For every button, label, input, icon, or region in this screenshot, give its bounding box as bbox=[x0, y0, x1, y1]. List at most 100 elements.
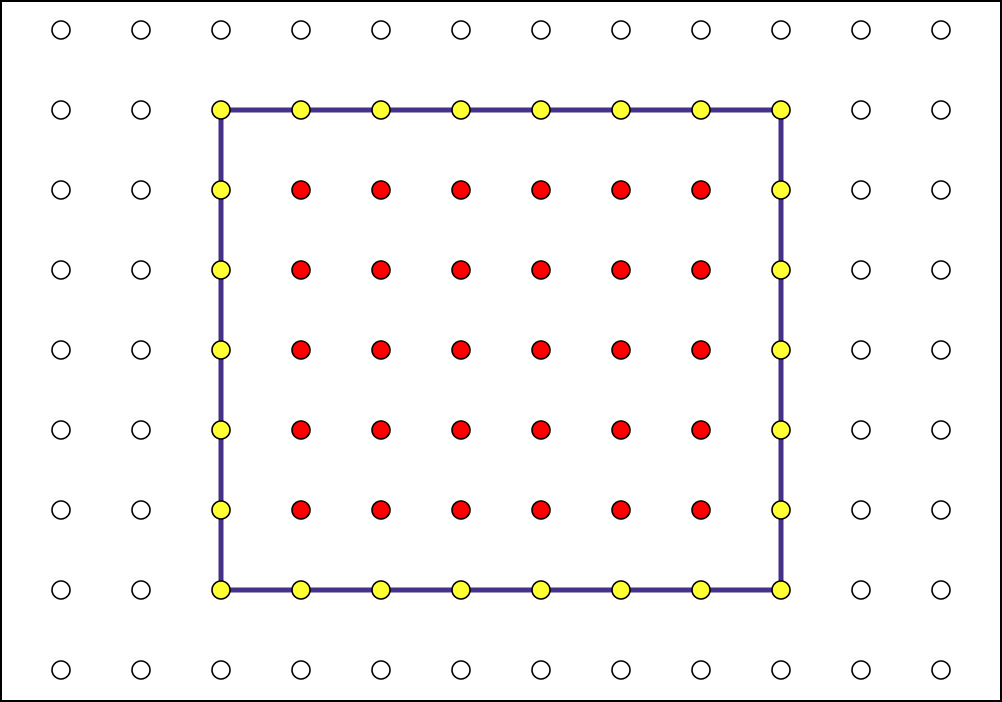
empty-dot bbox=[131, 420, 151, 440]
empty-dot bbox=[851, 500, 871, 520]
boundary-dot bbox=[771, 260, 791, 280]
empty-dot bbox=[691, 660, 711, 680]
boundary-dot bbox=[211, 340, 231, 360]
empty-dot bbox=[931, 260, 951, 280]
boundary-dot bbox=[451, 100, 471, 120]
empty-dot bbox=[851, 20, 871, 40]
empty-dot bbox=[51, 260, 71, 280]
interior-dot bbox=[531, 180, 551, 200]
boundary-dot bbox=[771, 340, 791, 360]
empty-dot bbox=[131, 660, 151, 680]
interior-dot bbox=[291, 180, 311, 200]
dot-grid bbox=[51, 20, 951, 680]
empty-dot bbox=[611, 660, 631, 680]
interior-dot bbox=[531, 420, 551, 440]
empty-dot bbox=[371, 20, 391, 40]
empty-dot bbox=[691, 20, 711, 40]
interior-dot bbox=[451, 340, 471, 360]
empty-dot bbox=[51, 340, 71, 360]
empty-dot bbox=[51, 420, 71, 440]
boundary-dot bbox=[611, 580, 631, 600]
empty-dot bbox=[531, 20, 551, 40]
empty-dot bbox=[371, 660, 391, 680]
empty-dot bbox=[131, 20, 151, 40]
interior-dot bbox=[691, 340, 711, 360]
interior-dot bbox=[371, 180, 391, 200]
interior-dot bbox=[371, 500, 391, 520]
empty-dot bbox=[131, 500, 151, 520]
empty-dot bbox=[51, 20, 71, 40]
interior-dot bbox=[451, 420, 471, 440]
interior-dot bbox=[611, 340, 631, 360]
boundary-dot bbox=[771, 420, 791, 440]
boundary-dot bbox=[211, 260, 231, 280]
empty-dot bbox=[451, 660, 471, 680]
boundary-dot bbox=[211, 420, 231, 440]
boundary-dot bbox=[531, 580, 551, 600]
interior-dot bbox=[291, 420, 311, 440]
empty-dot bbox=[851, 260, 871, 280]
boundary-dot bbox=[291, 580, 311, 600]
empty-dot bbox=[211, 660, 231, 680]
boundary-dot bbox=[771, 180, 791, 200]
boundary-dot bbox=[691, 580, 711, 600]
boundary-dot bbox=[611, 100, 631, 120]
interior-dot bbox=[291, 260, 311, 280]
interior-dot bbox=[611, 180, 631, 200]
interior-dot bbox=[691, 500, 711, 520]
boundary-dot bbox=[291, 100, 311, 120]
empty-dot bbox=[931, 180, 951, 200]
empty-dot bbox=[131, 180, 151, 200]
boundary-dot bbox=[771, 500, 791, 520]
empty-dot bbox=[771, 20, 791, 40]
interior-dot bbox=[611, 420, 631, 440]
empty-dot bbox=[851, 180, 871, 200]
empty-dot bbox=[51, 500, 71, 520]
boundary-dot bbox=[211, 180, 231, 200]
boundary-dot bbox=[371, 100, 391, 120]
empty-dot bbox=[931, 500, 951, 520]
empty-dot bbox=[131, 340, 151, 360]
empty-dot bbox=[131, 580, 151, 600]
empty-dot bbox=[851, 580, 871, 600]
empty-dot bbox=[851, 660, 871, 680]
empty-dot bbox=[931, 580, 951, 600]
empty-dot bbox=[931, 100, 951, 120]
boundary-dot bbox=[371, 580, 391, 600]
boundary-dot bbox=[211, 100, 231, 120]
interior-dot bbox=[531, 340, 551, 360]
interior-dot bbox=[691, 180, 711, 200]
interior-dot bbox=[531, 260, 551, 280]
interior-dot bbox=[371, 420, 391, 440]
interior-dot bbox=[531, 500, 551, 520]
empty-dot bbox=[451, 20, 471, 40]
boundary-dot bbox=[691, 100, 711, 120]
boundary-dot bbox=[771, 100, 791, 120]
empty-dot bbox=[851, 340, 871, 360]
empty-dot bbox=[771, 660, 791, 680]
interior-dot bbox=[451, 260, 471, 280]
interior-dot bbox=[451, 500, 471, 520]
interior-dot bbox=[691, 260, 711, 280]
empty-dot bbox=[51, 180, 71, 200]
boundary-dot bbox=[211, 580, 231, 600]
interior-dot bbox=[371, 260, 391, 280]
empty-dot bbox=[51, 660, 71, 680]
empty-dot bbox=[51, 100, 71, 120]
empty-dot bbox=[931, 660, 951, 680]
empty-dot bbox=[931, 20, 951, 40]
interior-dot bbox=[451, 180, 471, 200]
empty-dot bbox=[131, 260, 151, 280]
boundary-dot bbox=[531, 100, 551, 120]
empty-dot bbox=[51, 580, 71, 600]
empty-dot bbox=[931, 340, 951, 360]
empty-dot bbox=[531, 660, 551, 680]
empty-dot bbox=[131, 100, 151, 120]
empty-dot bbox=[611, 20, 631, 40]
boundary-dot bbox=[451, 580, 471, 600]
interior-dot bbox=[291, 500, 311, 520]
interior-dot bbox=[611, 500, 631, 520]
empty-dot bbox=[291, 660, 311, 680]
